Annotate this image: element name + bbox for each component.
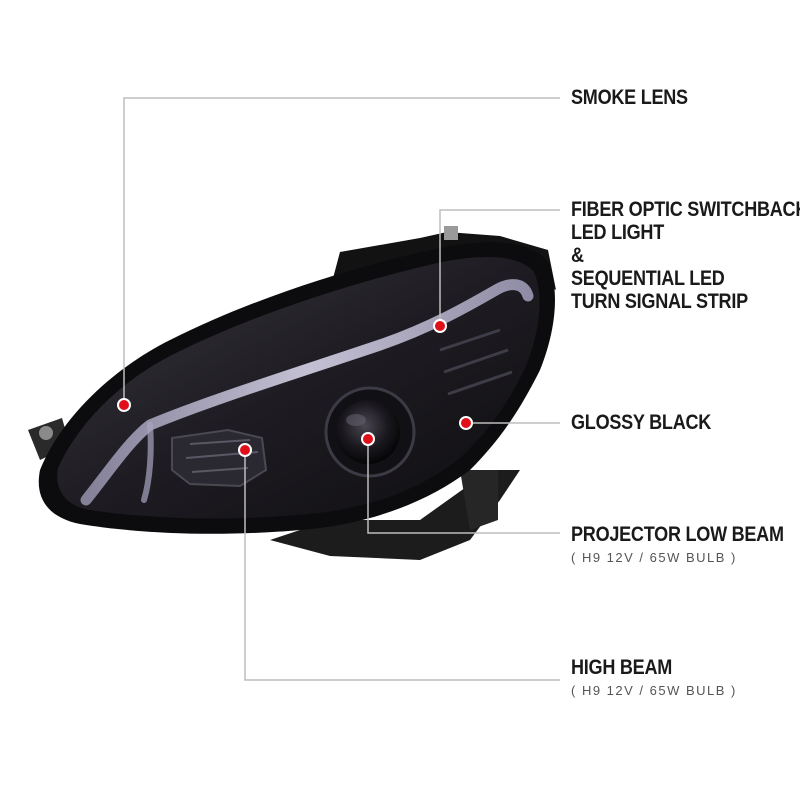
callout-line: GLOSSY BLACK — [571, 411, 712, 434]
leader-smoke-lens — [123, 97, 560, 405]
marker-fiber-optic — [433, 319, 447, 333]
callout-line: SEQUENTIAL LED — [571, 267, 725, 290]
callout-smoke-lens: SMOKE LENS — [571, 86, 688, 109]
leader-fiber-optic — [439, 209, 560, 326]
mount-bolt-left — [39, 426, 53, 440]
marker-glossy-black — [459, 416, 473, 430]
callout-high-beam: HIGH BEAM — [571, 656, 672, 679]
callout-high-beam-bulb-spec: ( H9 12V / 65W BULB ) — [571, 683, 737, 698]
marker-projector — [361, 432, 375, 446]
marker-high-beam — [238, 443, 252, 457]
callout-line: PROJECTOR LOW BEAM — [571, 523, 784, 546]
callout-line: TURN SIGNAL STRIP — [571, 290, 748, 313]
projector-highlight — [346, 414, 366, 426]
callout-projector-bulb-spec: ( H9 12V / 65W BULB ) — [571, 550, 737, 565]
mount-bolt-top — [444, 226, 458, 240]
callout-line: LED LIGHT — [571, 221, 664, 244]
callout-line: HIGH BEAM — [571, 656, 673, 679]
mount-tab-bottom — [460, 470, 498, 530]
drl-strip-inner — [141, 422, 154, 503]
marker-smoke-lens — [117, 398, 131, 412]
callout-line: FIBER OPTIC SWITCHBACK — [571, 198, 800, 221]
callout-markers — [117, 319, 473, 457]
callout-glossy-black: GLOSSY BLACK — [571, 411, 711, 434]
callout-fiber-optic: FIBER OPTIC SWITCHBACK LED LIGHT & SEQUE… — [571, 198, 800, 313]
turn-signal-facets — [439, 328, 513, 396]
leader-high-beam — [244, 450, 560, 681]
housing-lower-body — [270, 470, 520, 560]
callout-projector-low-beam: PROJECTOR LOW BEAM — [571, 523, 784, 546]
callout-line: SMOKE LENS — [571, 86, 688, 109]
leader-projector — [367, 439, 560, 534]
drl-strip — [80, 279, 534, 506]
callout-line: & — [571, 244, 584, 267]
leader-lines — [123, 97, 560, 681]
